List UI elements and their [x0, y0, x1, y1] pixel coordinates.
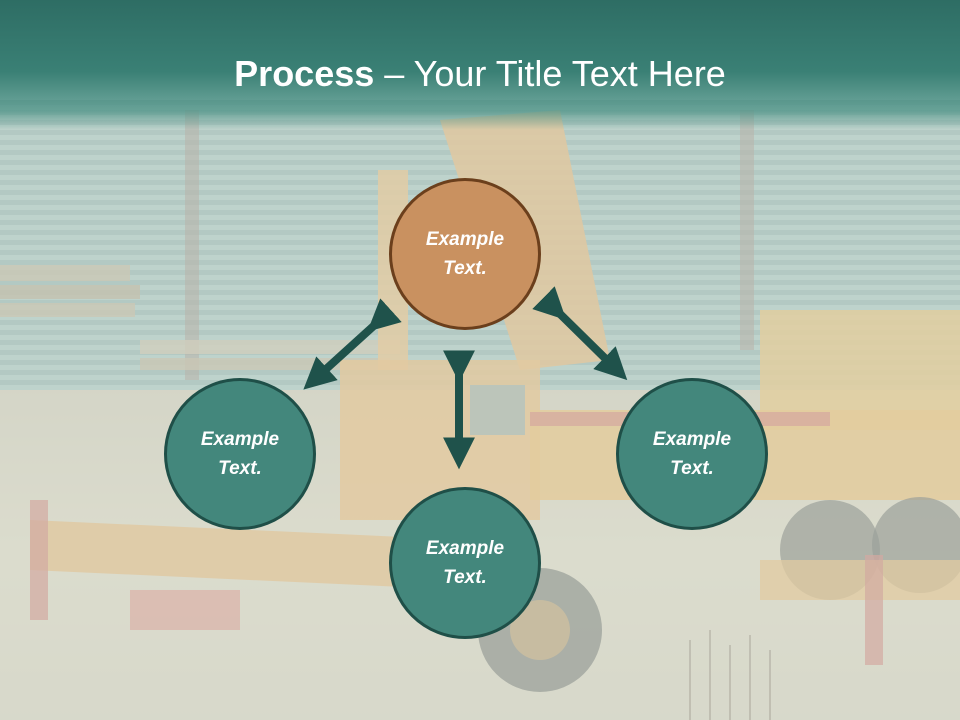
header-bar — [0, 0, 960, 130]
node-label: Example Text. — [632, 425, 752, 483]
node-label-line1: Example — [425, 229, 505, 250]
node-label: Example Text. — [405, 225, 525, 283]
process-node-right: Example Text. — [616, 378, 768, 530]
node-label-line2: Text. — [443, 567, 487, 588]
node-label-line2: Text. — [443, 258, 487, 279]
title-strong-text: Process — [234, 53, 375, 94]
title-rest-text: – Your Title Text Here — [374, 53, 726, 94]
process-node-bottom: Example Text. — [389, 487, 541, 639]
process-node-left: Example Text. — [164, 378, 316, 530]
arrow-top-left — [303, 298, 402, 390]
arrow-top-right — [532, 286, 628, 381]
node-label-line1: Example — [652, 429, 732, 450]
node-label-line2: Text. — [670, 458, 714, 479]
node-label-line1: Example — [425, 538, 505, 559]
process-node-top: Example Text. — [389, 178, 541, 330]
node-label-line2: Text. — [218, 458, 262, 479]
node-label: Example Text. — [180, 425, 300, 483]
node-label: Example Text. — [405, 534, 525, 592]
page-title: Process – Your Title Text Here — [0, 52, 960, 96]
node-label-line1: Example — [200, 429, 280, 450]
